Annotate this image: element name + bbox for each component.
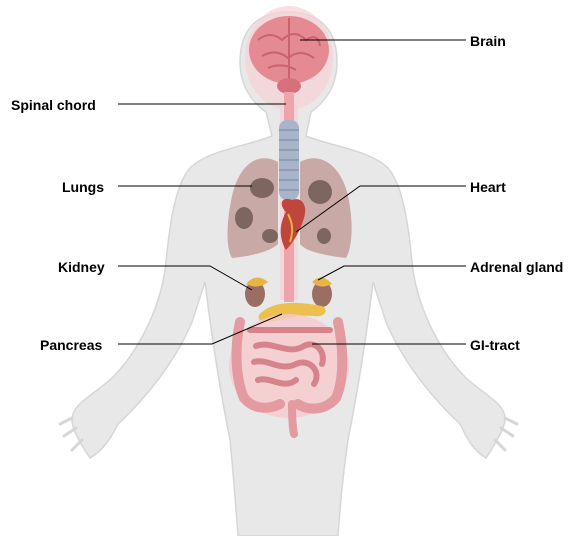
label-heart: Heart bbox=[470, 179, 506, 195]
label-gi-tract: GI-tract bbox=[470, 337, 520, 353]
label-lungs: Lungs bbox=[62, 179, 104, 195]
label-pancreas: Pancreas bbox=[40, 337, 102, 353]
label-spinal-chord: Spinal chord bbox=[11, 97, 96, 113]
label-adrenal-gland: Adrenal gland bbox=[470, 259, 563, 275]
label-brain: Brain bbox=[470, 33, 506, 49]
label-kidney: Kidney bbox=[58, 259, 105, 275]
trachea-organ bbox=[279, 120, 299, 200]
